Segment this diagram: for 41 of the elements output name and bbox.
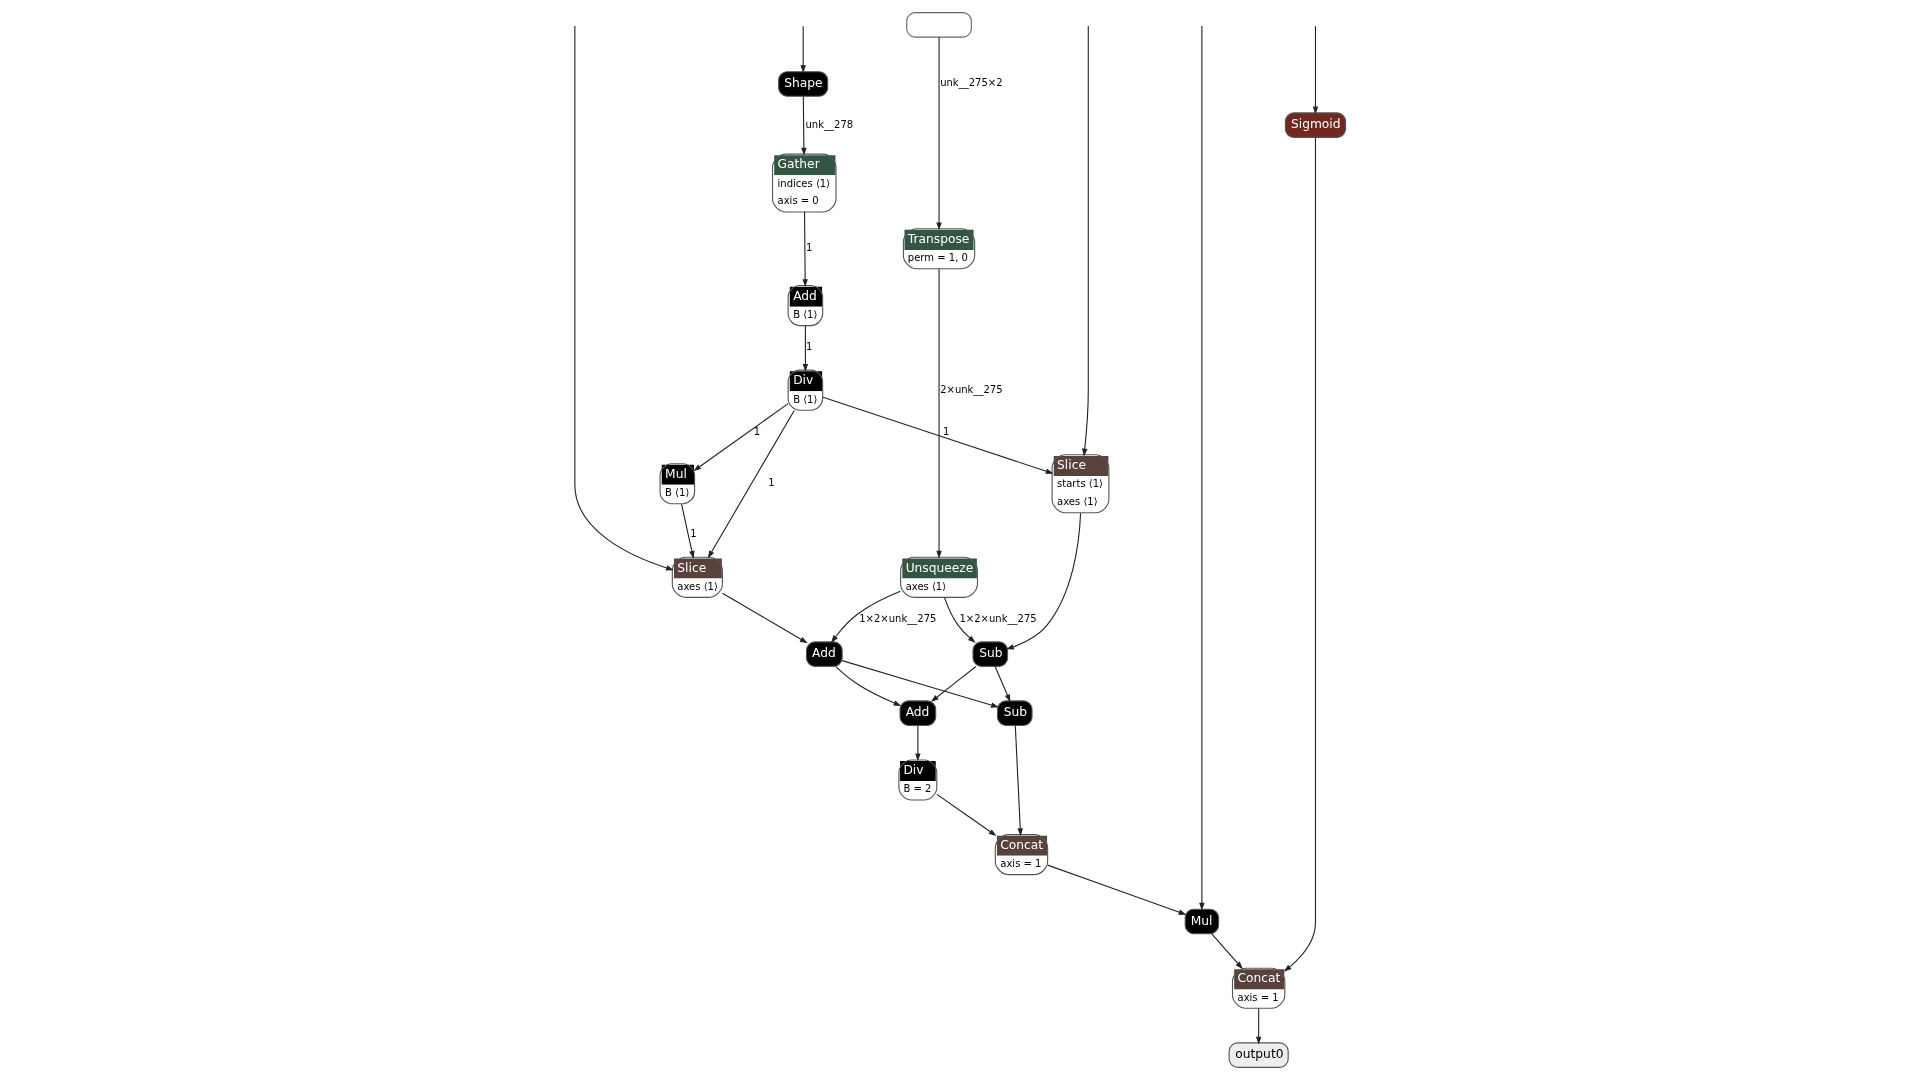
arrow [801,96,807,156]
arrow [707,409,795,559]
edge-label: 2×unk__275 [940,383,1003,395]
arrow [1199,25,1205,911]
arrow [802,211,808,287]
edge-label: 1×2×unk__275 [859,613,937,625]
edge-label: 1 [806,242,813,254]
edge-label: unk__275×2 [940,77,1003,89]
arrow [822,396,1054,474]
arrow [841,660,999,708]
arrow [574,25,674,571]
arrow [831,590,901,643]
arrow [1312,25,1319,115]
arrow [936,268,942,559]
arrow [802,325,809,372]
arrow [1082,25,1089,457]
arrow [1047,864,1187,915]
arrow [1014,725,1023,837]
edge-label: 1 [768,477,775,489]
arrow [1255,1007,1262,1045]
arrow [915,725,921,762]
edge-label: unk__278 [805,118,854,130]
edge-label: 1 [806,341,813,353]
edge-label: 1 [943,425,950,437]
arrow [1211,933,1243,970]
arrow [721,592,808,644]
arrow [930,665,977,702]
arrow [681,503,695,559]
arrow [936,793,997,837]
arrow [936,36,942,231]
edge-label: 1 [753,425,761,437]
arrow [1283,137,1317,972]
edge-label: 1 [690,528,697,540]
arrow [943,597,976,643]
arrow [693,403,789,472]
arrow [1006,512,1082,650]
node-box [906,12,972,38]
arrow [835,666,902,706]
arrow [994,666,1011,703]
arrow [800,25,806,74]
edge-label: 1×2×unk__275 [959,613,1037,625]
